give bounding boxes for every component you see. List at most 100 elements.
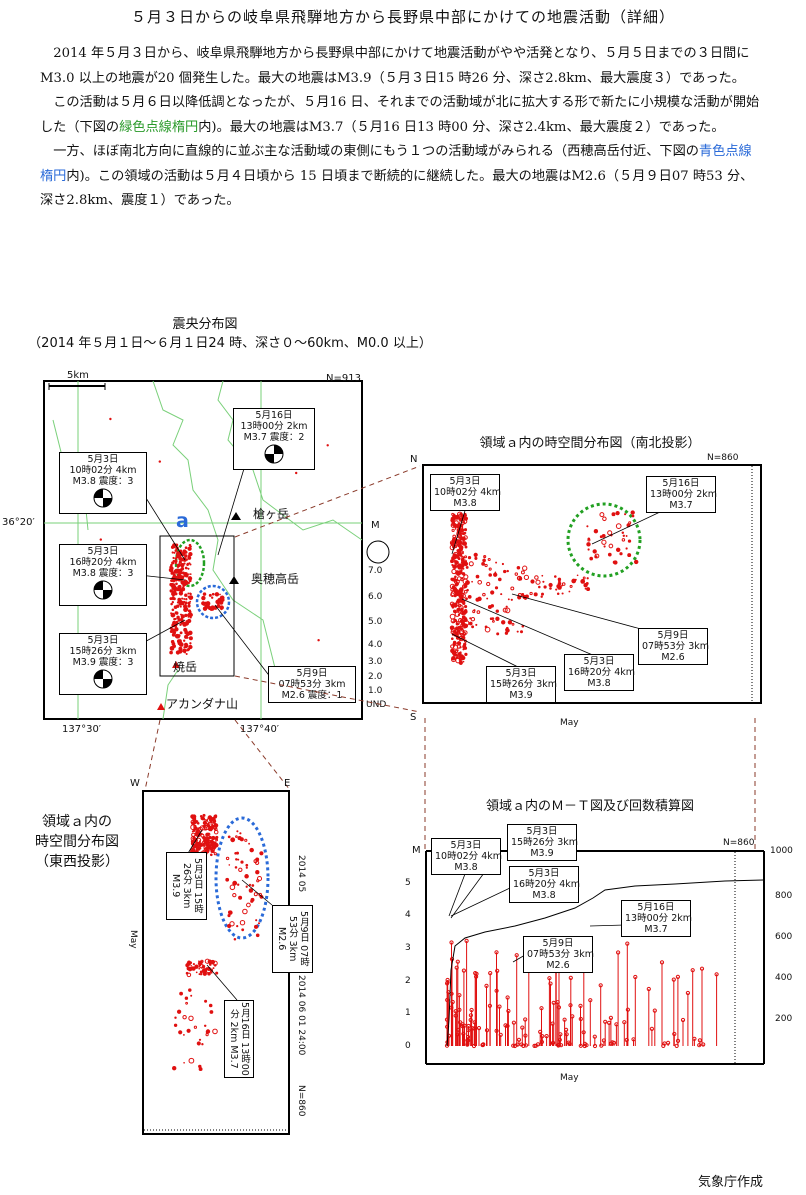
quake-dot [484,626,491,633]
quake-dot [219,600,224,605]
quake-dot [463,528,468,532]
quake-dot [177,634,181,638]
quake-dot [463,620,470,626]
quake-dot [207,844,212,849]
quake-dot [198,846,202,850]
mt-point [551,1000,556,1005]
label-line: 5月3日 [450,840,482,851]
mt-point [685,990,690,996]
paragraph-1: 2014 年５月３日から、岐阜県飛騨地方から長野県中部にかけて地震活動がやや活発… [40,46,750,86]
quake-dot [171,592,175,596]
quake-dot [463,574,469,580]
mt-point [523,1017,528,1022]
label-line: M3.8 [587,678,611,689]
quake-dot [584,587,587,590]
quake-dot [207,832,211,836]
quake-dot [191,821,195,825]
quake-dot [457,551,462,556]
volcano-akandana: アカンダナ山 [166,697,239,711]
quake-dot [500,593,503,596]
label-line: 5月3日 [87,546,119,557]
mt-point [652,1008,657,1013]
mt-point [464,938,469,944]
quake-dot [463,589,468,594]
label-line: 13時00分 2km [650,489,717,500]
paragraph-2: この活動は５月６日以降低調となったが、５月16 日、それまでの活動域が北に拡大す… [40,91,760,140]
mt-point [523,1043,529,1048]
quake-dot [454,525,457,529]
mt-ylabel: M [412,845,421,856]
quake-dot [607,552,612,557]
quake-dot [475,597,480,602]
quake-dot [174,1016,177,1019]
quake-dot [215,971,219,975]
quake-dot [538,585,541,589]
paragraph-3: 一方、ほぼ南北方向に直線的に並ぶ主な活動域の東側にもう１つの活動域がみられる（西… [40,140,760,214]
label-line: 10時02分 4km [435,851,502,862]
quake-dot [183,600,186,603]
quake-dot [170,602,173,606]
quake-dot [453,520,459,526]
quake-dot [204,822,208,827]
quake-dot [229,921,235,927]
label-line: 5月3日 [583,656,615,667]
quake-dot [470,617,476,622]
quake-dot [451,637,454,640]
magnitude-legend: M 7.0 6.0 5.0 4.0 3.0 2.0 1.0 UND [364,520,394,725]
quake-dot [452,534,457,539]
quake-dot [158,460,161,463]
legend-label: 4.0 [368,640,383,650]
quake-dot [201,1043,204,1046]
quake-dot [201,964,206,969]
quake-dot [554,575,557,578]
quake-dot [194,964,199,969]
quake-dot [210,959,216,965]
quake-dot [189,961,193,965]
mt-point [494,950,499,955]
quake-dot [175,650,181,655]
quake-dot [255,870,260,875]
quake-dot [460,623,464,628]
ew-left-label: W [130,778,140,789]
quake-dot [244,874,249,879]
quake-dot [203,826,208,831]
quake-dot [460,576,464,580]
quake-dot [170,631,173,633]
mt-point [474,974,479,979]
mt-xlabel: May [560,1073,579,1083]
quake-dot [178,592,182,595]
quake-dot [187,555,192,560]
quake-dot [176,587,180,592]
quake-dot [586,542,591,547]
quake-dot [192,816,197,821]
quake-dot [182,604,188,609]
legend-label: 3.0 [368,657,383,667]
quake-dot [456,539,461,544]
quake-dot [183,609,186,612]
quake-dot [459,513,462,516]
mt-point [603,1019,608,1024]
mt-point [514,953,519,958]
mt-point [461,968,467,973]
quake-dot [505,628,510,633]
quake-dot [200,833,205,838]
quake-dot [457,652,461,657]
quake-dot [586,525,589,528]
quake-dot [464,652,468,657]
quake-dot [240,860,244,864]
quake-dot [494,586,499,590]
quake-dot [487,605,492,609]
quake-dot [187,592,190,595]
quake-dot [189,592,192,595]
quake-dot [225,856,230,861]
label-line: 5月16日 [255,410,293,421]
mt-point [453,1009,458,1014]
mt-point [468,1013,474,1018]
quake-dot [180,580,185,585]
quake-dot [188,573,190,575]
quake-dot [193,824,197,828]
quake-dot [234,852,237,855]
quake-dot [227,914,231,918]
